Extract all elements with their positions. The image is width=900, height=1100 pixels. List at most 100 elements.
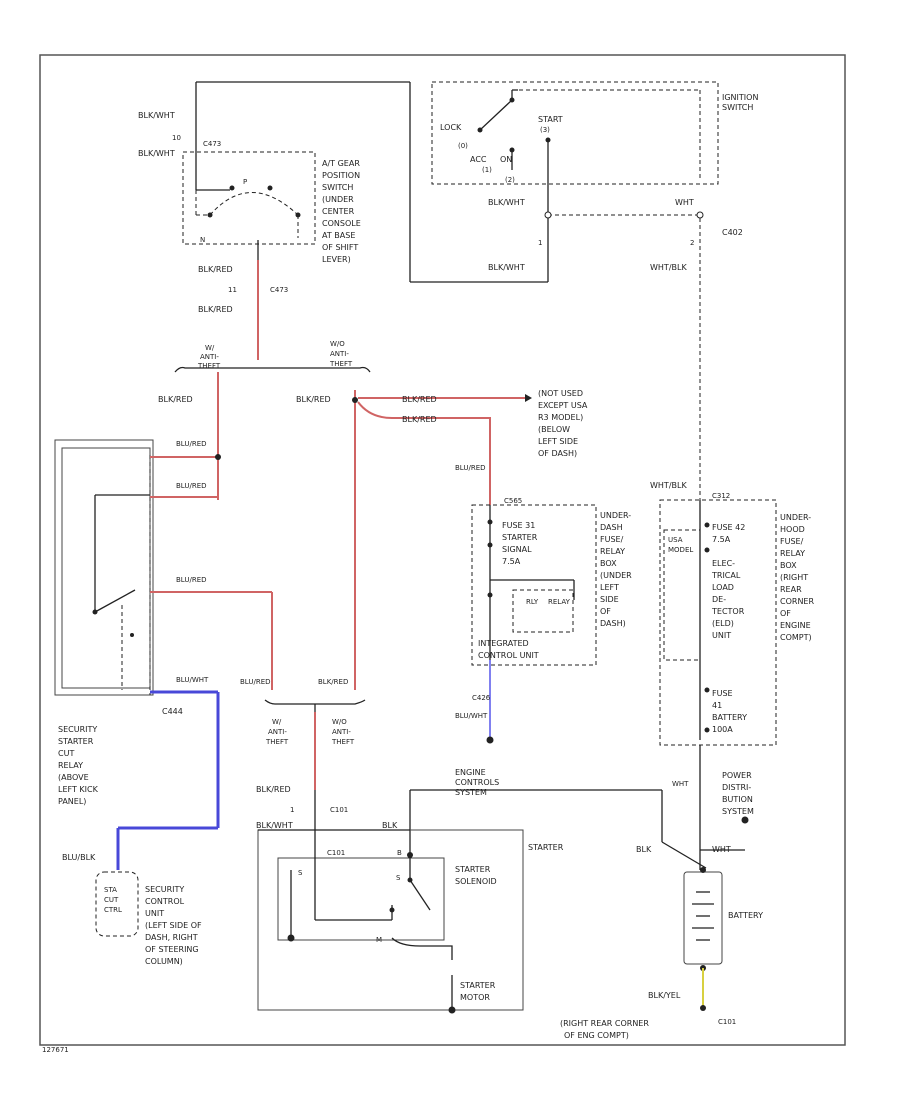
- at-wire-out2: BLK/RED: [198, 305, 233, 314]
- uh-eld-1: ELEC-: [712, 559, 735, 568]
- w-anti-theft-1: W/: [205, 344, 215, 352]
- scu-label-1: SECURITY: [145, 885, 184, 894]
- relay-label-4: RELAY: [58, 761, 83, 770]
- uh-fuse1-1: FUSE 42: [712, 523, 745, 532]
- ig-wire-right: WHT: [675, 198, 694, 207]
- at-wire-top2: BLK/WHT: [138, 149, 175, 158]
- lower-anti-theft-splice: BLU/RED BLK/RED W/ ANTI- THEFT W/O ANTI-…: [240, 678, 366, 790]
- scu-label-4: (LEFT SIDE OF: [145, 921, 202, 930]
- ud-label-4: RELAY: [600, 547, 625, 556]
- starter-title: STARTER: [528, 843, 564, 852]
- w-anti-theft-3: THEFT: [197, 362, 221, 370]
- ig-wire-left2: BLK/WHT: [488, 263, 525, 272]
- scu-inner-2: CUT: [104, 896, 119, 904]
- starter-solenoid-2: SOLENOID: [455, 877, 497, 886]
- wo-anti-theft-2: ANTI-: [330, 350, 349, 358]
- uh-label-2: HOOD: [780, 525, 805, 534]
- terminal-m: M: [376, 936, 382, 944]
- pd-wire: WHT: [712, 845, 731, 854]
- engine-controls-2: CONTROLS: [455, 778, 499, 787]
- ud-connector-in: C565: [504, 497, 522, 505]
- ud-label-2: DASH: [600, 523, 623, 532]
- pd-label-2: DISTRI-: [722, 783, 751, 792]
- not-used-1: (NOT USED: [538, 389, 583, 398]
- uh-label-7: REAR: [780, 585, 802, 594]
- battery-connector: C101: [718, 1018, 736, 1026]
- security-control-unit: STA CUT CTRL BLU/BLK SECURITY CONTROL UN…: [62, 853, 202, 966]
- starter-motor-2: MOTOR: [460, 993, 490, 1002]
- engine-controls-1: ENGINE: [455, 768, 486, 777]
- uh-eld-3: LOAD: [712, 583, 734, 592]
- power-distribution-system: POWER DISTRI- BUTION SYSTEM WHT: [700, 771, 754, 854]
- ud-label-8: SIDE: [600, 595, 619, 604]
- battery-location-1: (RIGHT REAR CORNER: [560, 1019, 649, 1028]
- engine-controls-3: SYSTEM: [455, 788, 487, 797]
- at-gear-position-switch: BLK/WHT BLK/WHT C473 10 P N A/T GEAR POS…: [138, 82, 361, 360]
- ud-fuse-2: STARTER: [502, 533, 538, 542]
- ig-wire-left: BLK/WHT: [488, 198, 525, 207]
- code-2: (2): [505, 176, 515, 184]
- uh-label-5: BOX: [780, 561, 797, 570]
- ls-wo-1: W/O: [332, 718, 347, 726]
- battery-location-2: OF ENG COMPT): [564, 1031, 629, 1040]
- ls-w-1: W/: [272, 718, 282, 726]
- uh-fuse2-1: FUSE: [712, 689, 733, 698]
- scu-inner-3: CTRL: [104, 906, 122, 914]
- ud-label-6: (UNDER: [600, 571, 632, 580]
- ls-wo-2: ANTI-: [332, 728, 351, 736]
- security-starter-cut-relay: BLU/RED BLU/RED BLU/RED BLU/WHT C444 SEC…: [54, 439, 273, 870]
- pos-acc: ACC: [470, 155, 487, 164]
- at-label-5: CENTER: [322, 207, 355, 216]
- ud-icu-2: CONTROL UNIT: [478, 651, 539, 660]
- wo-anti-theft-3: THEFT: [329, 360, 353, 368]
- uh-label-4: RELAY: [780, 549, 805, 558]
- ud-label-9: OF: [600, 607, 611, 616]
- at-connector: C473: [203, 140, 221, 148]
- battery-wire-bottom: BLK/YEL: [648, 991, 681, 1000]
- scu-label-2: CONTROL: [145, 897, 185, 906]
- at-label-2: POSITION: [322, 171, 360, 180]
- uh-eld-6: (ELD): [712, 619, 734, 628]
- scu-label-5: DASH, RIGHT: [145, 933, 198, 942]
- ls-wire-1: BLU/RED: [240, 678, 271, 686]
- uh-eld-7: UNIT: [712, 631, 731, 640]
- ignition-switch-title-1: IGNITION: [722, 93, 758, 102]
- pd-label-4: SYSTEM: [722, 807, 754, 816]
- ls-wire-2: BLK/RED: [318, 678, 348, 686]
- relay-label-1: SECURITY: [58, 725, 97, 734]
- at-label-1: A/T GEAR: [322, 159, 360, 168]
- wire-blk-red-b: BLK/RED: [402, 415, 437, 424]
- starter-connector: C101: [330, 806, 348, 814]
- not-used-4: (BELOW: [538, 425, 570, 434]
- relay-label-2: STARTER: [58, 737, 94, 746]
- at-pin-a: 10: [172, 134, 181, 142]
- ud-relay-1: RLY: [526, 598, 539, 606]
- starter-motor-1: STARTER: [460, 981, 496, 990]
- at-label-8: OF SHIFT: [322, 243, 358, 252]
- relay-wire2: BLU/RED: [176, 482, 207, 490]
- ud-connector-out: C426: [472, 694, 491, 702]
- not-used-3: R3 MODEL): [538, 413, 583, 422]
- uh-usa-2: MODEL: [668, 546, 693, 554]
- anti-theft-branch: W/ ANTI- THEFT W/O ANTI- THEFT BLK/RED B…: [158, 340, 588, 690]
- starter-wire-top: BLK/RED: [256, 785, 291, 794]
- relay-connector: C444: [162, 707, 183, 716]
- relay-wire1-a: BLU/RED: [176, 440, 207, 448]
- ud-wire-out: BLU/WHT: [455, 712, 488, 720]
- ud-label-1: UNDER-: [600, 511, 631, 520]
- ud-wire-in-1: BLU/RED: [455, 464, 486, 472]
- uh-wire-out: WHT: [672, 780, 689, 788]
- ud-label-10: DASH): [600, 619, 626, 628]
- uh-wire-in: WHT/BLK: [650, 481, 687, 490]
- ud-fuse-4: 7.5A: [502, 557, 521, 566]
- engine-controls-wire: ENGINE CONTROLS SYSTEM BLK: [409, 768, 707, 869]
- uh-fuse2-4: 100A: [712, 725, 733, 734]
- terminal-s2: S: [298, 869, 303, 877]
- not-used-2: EXCEPT USA: [538, 401, 588, 410]
- code-0: (0): [458, 142, 468, 150]
- at-label-4: (UNDER: [322, 195, 354, 204]
- at-label-3: SWITCH: [322, 183, 353, 192]
- uh-eld-5: TECTOR: [711, 607, 745, 616]
- at-pin-b: 11: [228, 286, 237, 294]
- uh-label-6: (RIGHT: [780, 573, 808, 582]
